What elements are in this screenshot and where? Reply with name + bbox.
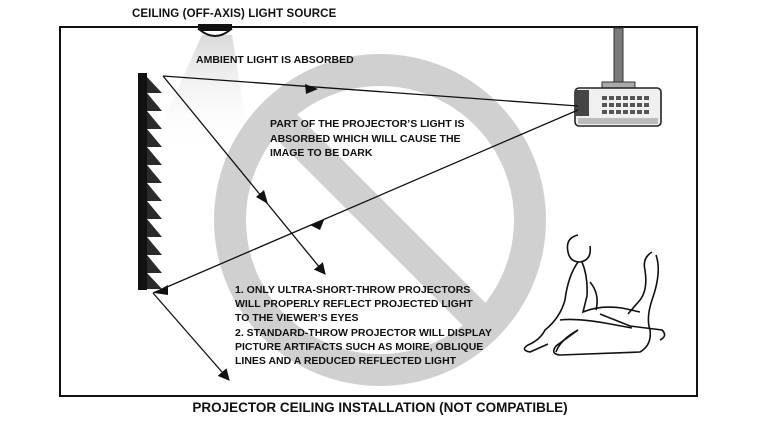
room-frame bbox=[59, 26, 698, 397]
diagram-caption: PROJECTOR CEILING INSTALLATION (NOT COMP… bbox=[192, 400, 568, 415]
note-line-5: PICTURE ARTIFACTS SUCH AS MOIRE, OBLIQUE bbox=[235, 340, 484, 353]
absorbed-line-2: ABSORBED WHICH WILL CAUSE THE bbox=[270, 132, 461, 145]
light-rays bbox=[152, 75, 579, 381]
projection-screen bbox=[138, 73, 162, 290]
ray-arrowheads bbox=[154, 84, 324, 295]
note-line-4: 2. STANDARD-THROW PROJECTOR WILL DISPLAY bbox=[235, 326, 492, 339]
note-line-2: WILL PROPERLY REFLECT PROJECTED LIGHT bbox=[235, 298, 473, 311]
projector-icon bbox=[574, 27, 662, 127]
ambient-light-cone bbox=[150, 35, 250, 150]
compatibility-notes: 1. ONLY ULTRA-SHORT-THROW PROJECTORS WIL… bbox=[235, 283, 492, 368]
seated-viewer-icon bbox=[523, 234, 666, 356]
absorbed-light-note: PART OF THE PROJECTOR’S LIGHT IS ABSORBE… bbox=[270, 117, 464, 161]
prohibition-sign-icon bbox=[214, 54, 546, 386]
light-source-label: CEILING (OFF-AXIS) LIGHT SOURCE bbox=[132, 8, 337, 20]
note-line-3: TO THE VIEWER’S EYES bbox=[235, 312, 359, 325]
ambient-light-label: AMBIENT LIGHT IS ABSORBED bbox=[196, 54, 354, 66]
absorbed-line-1: PART OF THE PROJECTOR’S LIGHT IS bbox=[270, 118, 465, 130]
note-line-6: LINES AND A REDUCED REFLECTED LIGHT bbox=[235, 355, 457, 368]
absorbed-line-3: IMAGE TO BE DARK bbox=[270, 147, 373, 159]
ceiling-light-icon bbox=[197, 24, 233, 37]
note-line-1: 1. ONLY ULTRA-SHORT-THROW PROJECTORS bbox=[235, 284, 471, 296]
